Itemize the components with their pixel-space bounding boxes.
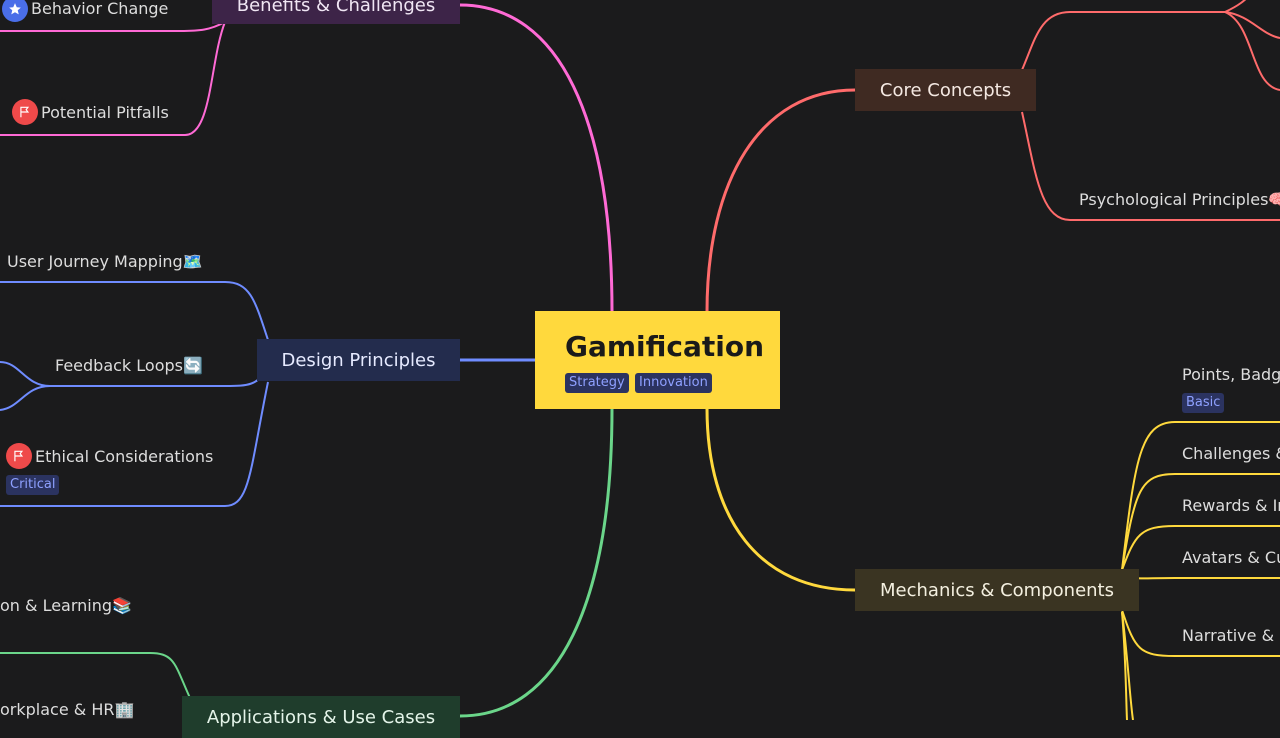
link-narrative [1121,609,1280,657]
link-core-top-b [1224,11,1280,39]
leaf-psychological-principles[interactable]: Psychological Principles🧠 [1079,190,1280,209]
link-psych [1021,111,1280,221]
link-core-top-a [1224,0,1247,13]
mindmap-links [0,0,1280,720]
leaf-rewards[interactable]: Rewards & In [1182,496,1280,515]
leaf-behavior-change[interactable]: Behavior Change [31,0,169,18]
root-tag-innovation: Innovation [635,373,712,393]
leaf-challenges[interactable]: Challenges & [1182,444,1280,463]
leaf-points-badges[interactable]: Points, Badg [1182,365,1280,384]
link-feedback-b [0,385,51,411]
branch-benefits-challenges[interactable]: Benefits & Challenges [212,0,460,24]
leaf-potential-pitfalls[interactable]: Potential Pitfalls [41,103,169,122]
link-root-mechanics [705,407,856,592]
link-points [1121,421,1280,571]
leaf-avatars[interactable]: Avatars & Cu [1182,548,1280,567]
leaf-narrative[interactable]: Narrative & [1182,626,1275,645]
link-feedback-a [0,361,51,387]
link-potential-pitfalls [0,21,226,136]
link-root-core [705,88,856,313]
leaf-user-journey-mapping[interactable]: User Journey Mapping🗺️ [7,252,203,271]
root-title: Gamification [565,330,765,363]
link-root-applications [459,407,614,718]
tag-critical: Critical [6,475,60,495]
leaf-ethical-considerations[interactable]: Ethical Considerations [35,447,214,466]
branch-core-concepts[interactable]: Core Concepts [855,69,1036,111]
tag-basic: Basic [1182,393,1225,413]
link-root-benefits [459,3,614,313]
branch-applications-use-cases[interactable]: Applications & Use Cases [182,696,460,738]
star-icon [2,0,28,22]
root-tag-strategy: Strategy [565,373,629,393]
link-mech-bottom-b [1121,611,1128,720]
leaf-feedback-loops[interactable]: Feedback Loops🔄 [55,356,203,375]
flag-icon [12,99,38,125]
link-user-journey [0,281,269,341]
leaf-education-learning[interactable]: on & Learning📚 [0,596,132,615]
link-rewards [1121,525,1280,571]
link-education [0,652,191,699]
branch-mechanics-components[interactable]: Mechanics & Components [855,569,1139,611]
link-core-top-c [1224,11,1280,91]
link-challenges [1121,473,1280,571]
link-core-top [1021,11,1225,71]
branch-design-principles[interactable]: Design Principles [257,339,460,381]
link-avatars [1121,574,1280,580]
leaf-workplace-hr[interactable]: orkplace & HR🏢 [0,700,135,719]
link-ethical [0,381,269,507]
link-behavior-change [0,21,226,32]
flag-icon [6,443,32,469]
